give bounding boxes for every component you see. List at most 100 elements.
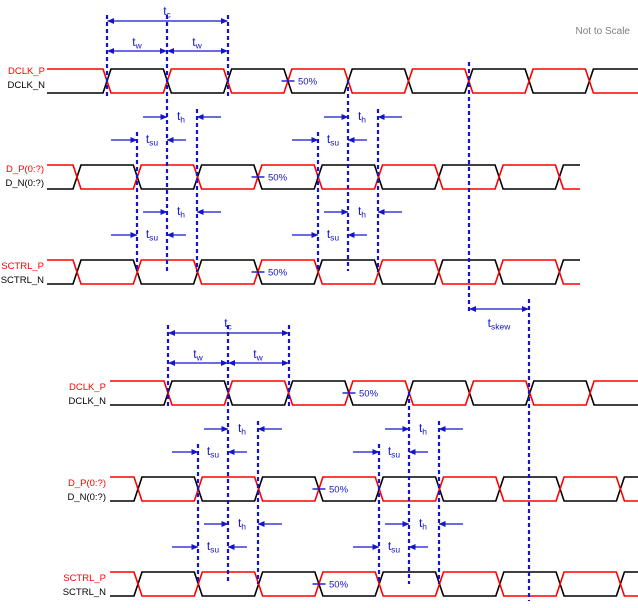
th-label: th [419, 421, 427, 437]
tsu-label-base: t [146, 132, 150, 146]
tc-label-base: t [163, 4, 167, 18]
signal-label: DCLK_N [69, 396, 107, 407]
signal-label: SCTRL_N [1, 275, 44, 286]
signal-label: D_P(0:?) [68, 478, 106, 489]
tsu-label-sub: su [210, 450, 219, 460]
fifty-percent-label: 50% [268, 268, 288, 279]
signal-label: D_N(0:?) [5, 178, 44, 189]
signal-label: DCLK_P [69, 382, 106, 393]
tsu-label-sub: su [391, 450, 400, 460]
th-label-sub: h [361, 115, 366, 125]
tw-label-sub: w [256, 353, 264, 363]
lower-d-waveform [110, 476, 638, 502]
tw-label: tw [132, 35, 142, 51]
tc-label-sub: c [228, 322, 233, 332]
tw-label: tw [253, 347, 263, 363]
th-label-sub: h [422, 522, 427, 532]
tsu-label-base: t [207, 444, 211, 458]
tsu-label-sub: su [149, 233, 158, 243]
th-label: th [238, 421, 246, 437]
signal-label: SCTRL_N [63, 587, 106, 598]
th-label-base: t [177, 204, 181, 218]
measure-arrows-layer [107, 18, 529, 585]
tw-label-sub: w [135, 41, 143, 51]
signal-label: SCTRL_P [1, 261, 44, 272]
signal-label: SCTRL_P [63, 573, 106, 584]
guide-lines-layer [105, 15, 531, 601]
tw-label-sub: w [195, 41, 203, 51]
signal-label: D_P(0:?) [6, 164, 44, 175]
th-label: th [358, 109, 366, 125]
th-label: th [177, 109, 185, 125]
tsu-label-sub: su [210, 545, 219, 555]
tc-label: tc [163, 4, 171, 20]
tc-label-base: t [224, 316, 228, 330]
lower-d-p-trace [110, 476, 638, 502]
lower-d-n-trace [110, 476, 638, 502]
upper-d-p-trace [47, 164, 580, 190]
tsu-label: tsu [146, 227, 159, 243]
tw-label: tw [193, 347, 203, 363]
th-label: th [238, 516, 246, 532]
th-label-base: t [419, 516, 423, 530]
upper-d-waveform [47, 164, 580, 190]
lower-sctrl-n-trace [110, 571, 638, 597]
fifty-percent-label: 50% [268, 173, 288, 184]
tskew-label-base: t [488, 316, 492, 330]
tsu-label-base: t [207, 539, 211, 553]
signal-label: DCLK_P [8, 66, 45, 77]
tsu-label: tsu [388, 444, 401, 460]
th-label: th [177, 204, 185, 220]
tskew-label-sub: skew [491, 322, 511, 332]
tw-label-base: t [193, 347, 197, 361]
tsu-label-base: t [327, 227, 331, 241]
upper-d-n-trace [47, 164, 580, 190]
tsu-label-base: t [146, 227, 150, 241]
tsu-label: tsu [146, 132, 159, 148]
th-label: th [358, 204, 366, 220]
signal-label: D_N(0:?) [67, 492, 106, 503]
tsu-label-sub: su [391, 545, 400, 555]
th-label-base: t [238, 516, 242, 530]
upper-dclk-waveform [47, 68, 638, 94]
tsu-label: tsu [207, 444, 220, 460]
tw-label-base: t [253, 347, 257, 361]
tsu-label-sub: su [330, 138, 339, 148]
th-label-base: t [358, 109, 362, 123]
signal-label: DCLK_N [8, 80, 46, 91]
tsu-label: tsu [388, 539, 401, 555]
th-label-sub: h [180, 210, 185, 220]
th-label-base: t [358, 204, 362, 218]
th-label-sub: h [241, 427, 246, 437]
th-label-sub: h [180, 115, 185, 125]
th-label-sub: h [241, 522, 246, 532]
upper-dclk-p-trace [47, 68, 638, 94]
fifty-percent-label: 50% [329, 580, 349, 591]
tsu-label-base: t [388, 539, 392, 553]
upper-sctrl-n-trace [47, 259, 580, 285]
tskew-label: tskew [488, 316, 512, 332]
tw-label: tw [192, 35, 202, 51]
th-label: th [419, 516, 427, 532]
lower-dclk-n-trace [110, 380, 638, 406]
upper-dclk-n-trace [47, 68, 638, 94]
th-label-base: t [238, 421, 242, 435]
lower-sctrl-p-trace [110, 571, 638, 597]
upper-sctrl-waveform [47, 259, 580, 285]
tc-label: tc [224, 316, 232, 332]
not-to-scale-note: Not to Scale [576, 26, 631, 37]
tsu-label-base: t [327, 132, 331, 146]
lower-dclk-waveform [110, 380, 638, 406]
th-label-sub: h [422, 427, 427, 437]
tsu-label-sub: su [149, 138, 158, 148]
lower-sctrl-waveform [110, 571, 638, 597]
th-label-base: t [419, 421, 423, 435]
th-label-base: t [177, 109, 181, 123]
tc-label-sub: c [167, 10, 172, 20]
fifty-percent-label: 50% [359, 389, 379, 400]
fifty-percent-label: 50% [329, 485, 349, 496]
fifty-percent-label: 50% [298, 77, 318, 88]
